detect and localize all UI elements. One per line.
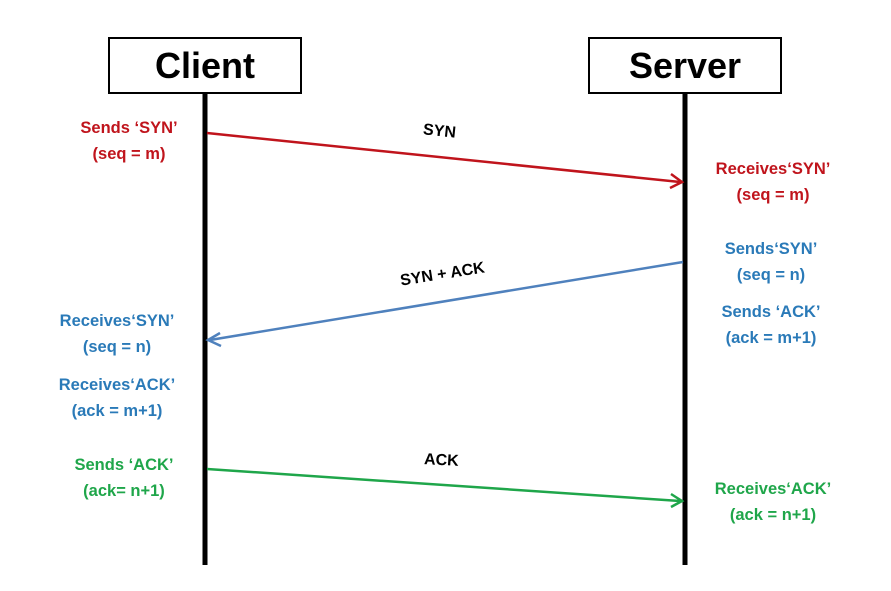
note-line: Receives‘SYN’: [715, 160, 831, 178]
ack-arrowhead: [670, 492, 685, 509]
note-line: (ack = n+1): [729, 506, 817, 524]
note-line: (ack = m+1): [725, 329, 817, 347]
note-line: Receives‘ACK’: [58, 376, 176, 394]
note-line: Sends ‘SYN’: [80, 119, 178, 137]
server-label: Server: [628, 44, 742, 86]
server-sends-ack-note: Sends ‘ACK’ (ack = m+1): [702, 299, 840, 351]
syn-ack-arrow: [209, 260, 684, 342]
client-sends-ack-note: Sends ‘ACK’ (ack= n+1): [62, 452, 186, 504]
syn-arrow: [206, 131, 681, 184]
note-line: Sends ‘ACK’: [74, 456, 174, 474]
client-sends-syn-note: Sends ‘SYN’ (seq = m): [70, 115, 188, 167]
client-label: Client: [154, 44, 255, 86]
client-receives-ack-note: Receives‘ACK’ (ack = m+1): [50, 372, 184, 424]
note-line: Receives‘SYN’: [59, 312, 175, 330]
syn-message-label: SYN: [422, 121, 457, 142]
note-line: (seq = n): [82, 338, 152, 356]
note-line: (seq = n): [736, 266, 806, 284]
note-line: Receives‘ACK’: [714, 480, 832, 498]
server-participant-box: Server: [588, 37, 782, 94]
note-line: Sends ‘ACK’: [721, 303, 821, 321]
note-line: Sends‘SYN’: [724, 240, 818, 258]
note-line: (seq = m): [736, 186, 810, 204]
client-participant-box: Client: [108, 37, 302, 94]
ack-message-label: ACK: [423, 451, 460, 470]
syn-ack-arrowhead: [205, 331, 222, 348]
server-receives-syn-note: Receives‘SYN’ (seq = m): [702, 156, 844, 208]
server-sends-syn-note: Sends‘SYN’ (seq = n): [704, 236, 838, 288]
server-receives-ack-note: Receives‘ACK’ (ack = n+1): [702, 476, 844, 528]
client-receives-syn-note: Receives‘SYN’ (seq = n): [50, 308, 184, 360]
note-line: (seq = m): [92, 145, 166, 163]
ack-arrow: [206, 467, 681, 503]
syn-arrowhead: [669, 172, 685, 190]
note-line: (ack = m+1): [71, 402, 163, 420]
note-line: (ack= n+1): [83, 482, 165, 500]
